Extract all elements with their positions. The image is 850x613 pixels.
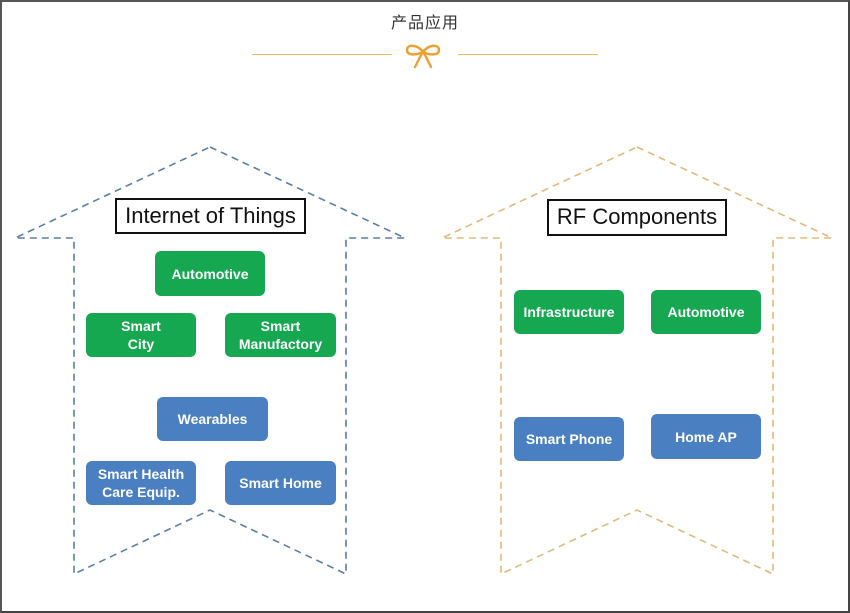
bow-icon	[405, 44, 441, 69]
rf-heading: RF Components	[547, 199, 727, 236]
tile-label: Smart Phone	[525, 431, 613, 447]
tile-label: Smart	[121, 318, 161, 334]
iot-arrow-outline	[14, 146, 406, 576]
tile-label: City	[127, 336, 155, 352]
tile-label: Infrastructure	[523, 304, 615, 320]
divider-left	[252, 54, 392, 55]
iot-heading: Internet of Things	[115, 198, 306, 234]
divider-right	[458, 54, 598, 55]
tile-label: Wearables	[177, 411, 248, 427]
rf-smart-phone-tile: Smart Phone	[514, 417, 624, 461]
iot-smart-health-tile: Smart Health Care Equip.	[86, 461, 196, 505]
tile-label: Manufactory	[238, 336, 323, 352]
rf-infrastructure-tile: Infrastructure	[514, 290, 624, 334]
rf-automotive-tile: Automotive	[651, 290, 761, 334]
tile-label: Automotive	[171, 265, 249, 282]
tile-label: Home AP	[675, 428, 737, 445]
tile-label: Smart Home	[239, 475, 322, 491]
iot-smart-home-tile: Smart Home	[225, 461, 336, 505]
tile-label: Automotive	[667, 304, 745, 320]
rf-arrow-outline	[441, 146, 833, 576]
iot-smart-manufactory-tile: Smart Manufactory	[225, 313, 336, 357]
iot-wearables-tile: Wearables	[157, 397, 268, 441]
rf-home-ap-tile: Home AP	[651, 414, 761, 459]
tile-label: Smart	[260, 318, 301, 334]
tile-label: Smart Health	[97, 466, 185, 482]
iot-automotive-tile: Automotive	[155, 251, 265, 296]
iot-smart-city-tile: Smart City	[86, 313, 196, 357]
tile-label: Care Equip.	[102, 484, 180, 500]
page-title: 产品应用	[390, 13, 459, 32]
